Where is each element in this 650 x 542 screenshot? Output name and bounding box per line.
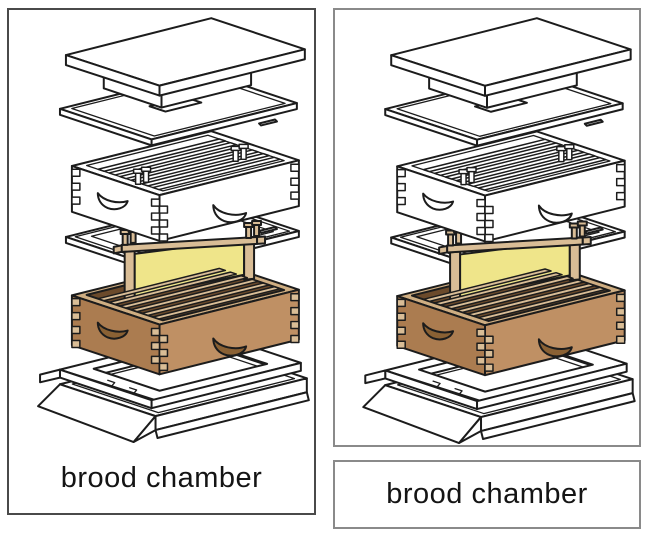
beehive-illustration-area xyxy=(9,10,314,444)
beehive-exploded-view-icon xyxy=(37,17,310,444)
picture-card xyxy=(333,8,641,447)
beehive-exploded-view-icon xyxy=(362,17,636,445)
picture-card-with-label: brood chamber xyxy=(7,8,316,515)
card-label: brood chamber xyxy=(386,478,588,510)
label-card: brood chamber xyxy=(333,460,641,529)
card-label: brood chamber xyxy=(60,462,263,494)
